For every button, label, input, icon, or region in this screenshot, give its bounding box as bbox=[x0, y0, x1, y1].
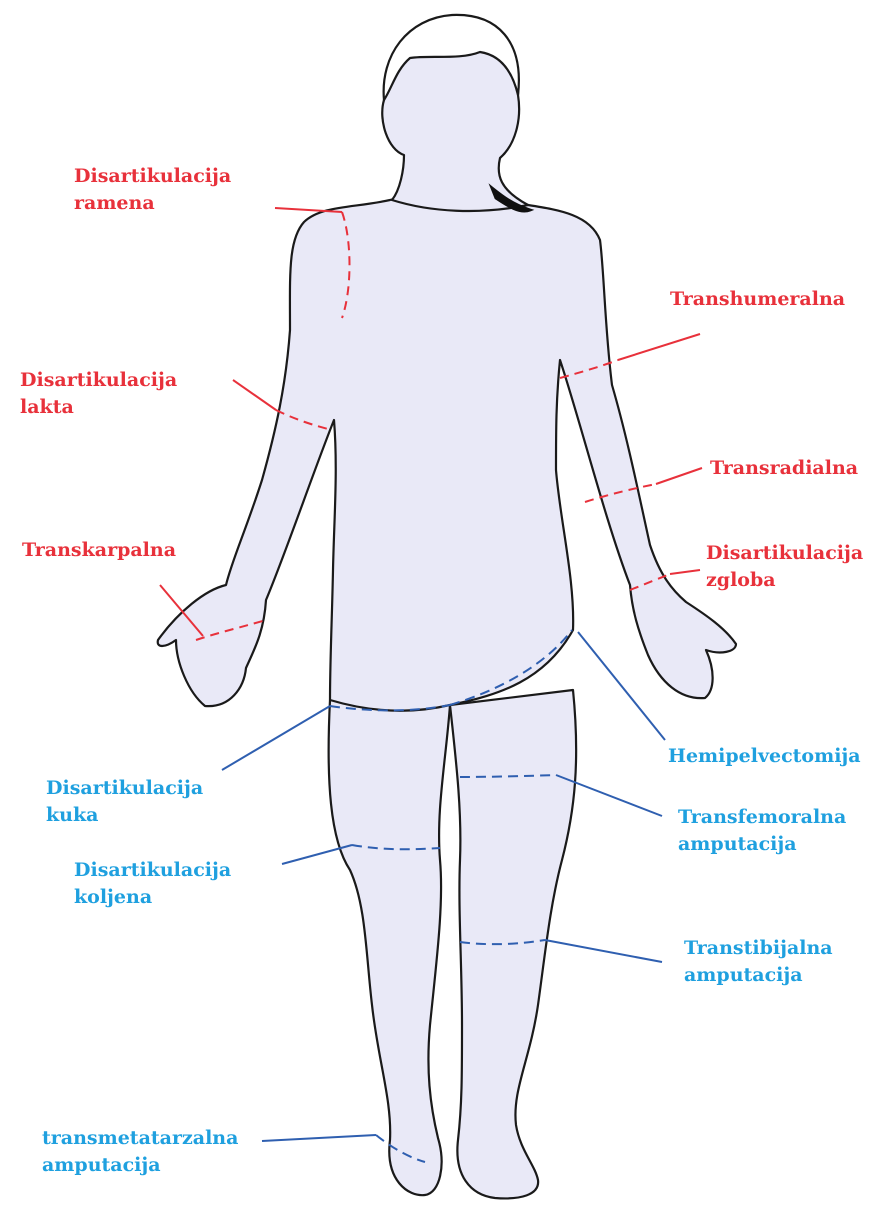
label-transradial: Transradialna bbox=[710, 455, 858, 482]
label-elbow-disarticulation: Disartikulacija lakta bbox=[20, 367, 177, 421]
label-transtibial: Transtibijalna amputacija bbox=[684, 935, 833, 989]
label-elbow-line2: lakta bbox=[20, 394, 177, 421]
label-transtibial-line2: amputacija bbox=[684, 962, 833, 989]
label-transmetatarsal-line1: transmetatarzalna bbox=[42, 1125, 238, 1152]
label-transhumeral-line1: Transhumeralna bbox=[670, 286, 845, 313]
label-transcarpal-line1: Transkarpalna bbox=[22, 537, 176, 564]
label-transfemoral-line2: amputacija bbox=[678, 831, 846, 858]
label-transradial-line1: Transradialna bbox=[710, 455, 858, 482]
label-transcarpal: Transkarpalna bbox=[22, 537, 176, 564]
label-transfemoral-line1: Transfemoralna bbox=[678, 804, 846, 831]
label-hemipelvectomy: Hemipelvectomija bbox=[668, 743, 861, 770]
label-elbow-line1: Disartikulacija bbox=[20, 367, 177, 394]
transmetatarsal-leader bbox=[262, 1135, 376, 1141]
label-knee-disarticulation: Disartikulacija koljena bbox=[74, 857, 231, 911]
label-transmetatarsal-line2: amputacija bbox=[42, 1152, 238, 1179]
transhumeral-leader bbox=[618, 334, 700, 360]
hip-leader bbox=[222, 706, 330, 770]
label-shoulder-disarticulation: Disartikulacija ramena bbox=[74, 163, 231, 217]
label-knee-line2: koljena bbox=[74, 884, 231, 911]
label-knee-line1: Disartikulacija bbox=[74, 857, 231, 884]
label-transmetatarsal: transmetatarzalna amputacija bbox=[42, 1125, 238, 1179]
label-shoulder-line1: Disartikulacija bbox=[74, 163, 231, 190]
label-transtibial-line1: Transtibijalna bbox=[684, 935, 833, 962]
transtibial-leader bbox=[545, 940, 662, 962]
transradial-leader bbox=[656, 468, 702, 484]
torso-and-arms bbox=[158, 170, 736, 711]
wrist-leader bbox=[670, 570, 700, 574]
label-hemipelvectomy-line1: Hemipelvectomija bbox=[668, 743, 861, 770]
label-shoulder-line2: ramena bbox=[74, 190, 231, 217]
label-wrist-line1: Disartikulacija bbox=[706, 540, 863, 567]
label-transfemoral: Transfemoralna amputacija bbox=[678, 804, 846, 858]
right-leg bbox=[329, 700, 450, 1195]
elbow-leader bbox=[233, 380, 276, 410]
body-silhouette bbox=[158, 18, 736, 1199]
label-wrist-disarticulation: Disartikulacija zgloba bbox=[706, 540, 863, 594]
label-hip-line1: Disartikulacija bbox=[46, 775, 203, 802]
label-wrist-line2: zgloba bbox=[706, 567, 863, 594]
label-hip-line2: kuka bbox=[46, 802, 203, 829]
label-hip-disarticulation: Disartikulacija kuka bbox=[46, 775, 203, 829]
label-transhumeral: Transhumeralna bbox=[670, 286, 845, 313]
